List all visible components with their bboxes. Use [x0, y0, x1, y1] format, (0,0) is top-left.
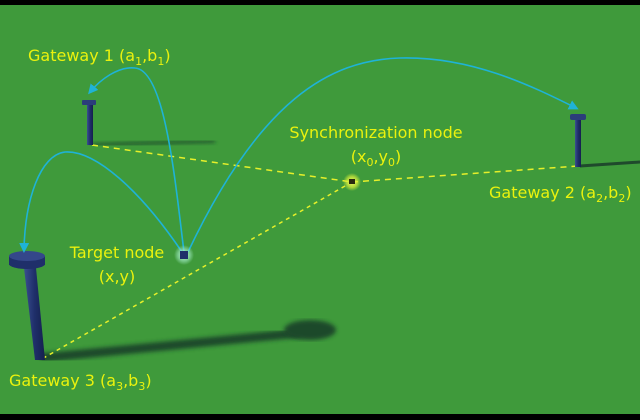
gateway-icon: [9, 251, 45, 360]
gateway-icon: [570, 114, 586, 167]
gateway2-shadow: [579, 160, 640, 168]
sync-node-coord: (x0,y0): [278, 147, 474, 169]
sync-sub-y: 0: [388, 156, 396, 169]
arrow-target-to-gateway2: [187, 57, 579, 253]
gateway2-label-mid: ,b: [603, 183, 619, 202]
arrow-target-to-gateway1: [88, 67, 185, 253]
gateway-icon: [82, 100, 96, 145]
dashed-link-sync-gateway3: [39, 181, 353, 361]
gateway3-label: Gateway 3 (a3,b3): [9, 371, 152, 393]
target-node-label: Target node (x,y): [62, 244, 172, 286]
target-node-title: Target node: [69, 243, 165, 262]
gateway3-shadow: [39, 320, 336, 363]
gateway3-label-text: Gateway 3 (a: [9, 371, 117, 390]
sync-node-label: Synchronization node (x0,y0): [278, 123, 474, 169]
gateway1-label: Gateway 1 (a1,b1): [28, 46, 171, 68]
gateway3-sub-a: 3: [116, 380, 124, 393]
dashed-link-sync-gateway2: [351, 165, 579, 183]
target-node-coord: (x,y): [98, 267, 136, 286]
gateway1-sub-b: 1: [157, 55, 165, 68]
gateway3-label-mid: ,b: [123, 371, 139, 390]
sync-coord-mid: ,y: [373, 147, 389, 166]
sync-coord-prefix: (x: [350, 147, 367, 166]
gateway1-sub-a: 1: [135, 55, 143, 68]
sync-coord-suffix: ): [395, 147, 402, 166]
arrow-target-to-gateway3: [19, 151, 183, 253]
sync-node-icon: [343, 173, 361, 191]
gateway3-sub-b: 3: [138, 380, 146, 393]
sync-node-title: Synchronization node: [289, 123, 463, 142]
gateway1-label-mid: ,b: [142, 46, 158, 65]
gateway2-sub-a: 2: [596, 192, 604, 205]
gateway2-label-text: Gateway 2 (a: [489, 183, 597, 202]
gateway1-label-suffix: ): [164, 46, 171, 65]
gateway1-shadow: [91, 139, 216, 147]
gateway3-label-suffix: ): [145, 371, 152, 390]
gateway2-sub-b: 2: [618, 192, 626, 205]
ground-plane: [0, 5, 640, 414]
gateway2-label-suffix: ): [625, 183, 632, 202]
target-node-icon: [174, 245, 194, 265]
sync-sub-x: 0: [366, 156, 374, 169]
gateway2-label: Gateway 2 (a2,b2): [489, 183, 632, 205]
gateway1-label-text: Gateway 1 (a: [28, 46, 136, 65]
